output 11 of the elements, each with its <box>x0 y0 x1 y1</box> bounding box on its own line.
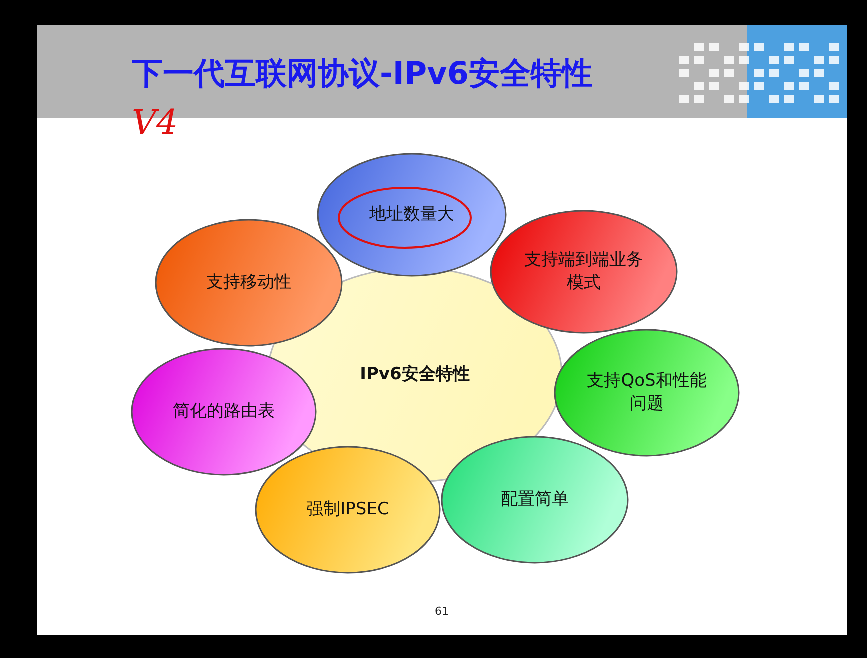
slide-title: 下一代互联网协议-IPv6安全特性 <box>132 55 593 94</box>
node-text: 强制IPSEC <box>306 498 390 522</box>
page-number: 61 <box>435 605 449 618</box>
node-text: 支持移动性 <box>206 272 292 294</box>
handwritten-note: V4 <box>132 103 178 143</box>
node-text: 支持QoS和性能问题 <box>586 370 708 416</box>
node-text: 简化的路由表 <box>172 400 276 424</box>
node-text: IPv6安全特性 <box>359 364 471 386</box>
node-text: 支持端到端业务模式 <box>524 249 644 295</box>
node-text: 地址数量大 <box>368 204 456 226</box>
node-text: 配置简单 <box>500 488 570 512</box>
